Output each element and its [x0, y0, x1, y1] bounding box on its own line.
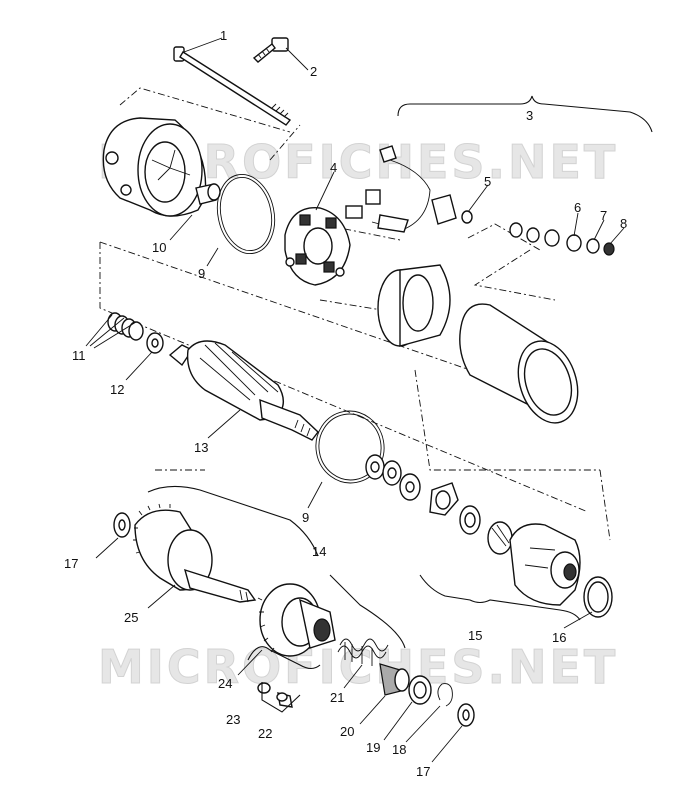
callout-15: 15 — [468, 628, 482, 643]
callout-18: 18 — [392, 742, 406, 757]
part-22-bolt — [276, 692, 293, 708]
part-24-drive-gear — [257, 583, 336, 657]
part-10-front-bracket — [102, 117, 221, 217]
callout-23: 23 — [226, 712, 240, 727]
callout-19: 19 — [366, 740, 380, 755]
callout-2: 2 — [310, 64, 317, 79]
callout-13: 13 — [194, 440, 208, 455]
callout-3: 3 — [526, 108, 533, 123]
callout-21: 21 — [330, 690, 344, 705]
part-19-thrust-washer — [408, 675, 432, 705]
callout-25: 25 — [124, 610, 138, 625]
callout-1: 1 — [220, 28, 227, 43]
part-3-terminal-brush-set — [345, 145, 615, 256]
callout-17-upper: 17 — [64, 556, 78, 571]
callout-17-lower: 17 — [416, 764, 430, 779]
callout-20: 20 — [340, 724, 354, 739]
callout-9-upper: 9 — [198, 266, 205, 281]
leader-lines — [85, 37, 625, 763]
callout-4: 4 — [330, 160, 337, 175]
part-4-brush-holder — [284, 207, 351, 286]
callout-14: 14 — [312, 544, 326, 559]
part-8-nut — [603, 242, 615, 256]
callout-16: 16 — [552, 630, 566, 645]
callout-5: 5 — [484, 174, 491, 189]
part-23-washer — [257, 682, 271, 694]
part-16-o-ring — [583, 576, 613, 618]
watermark-bottom: MICROFICHES.NET — [98, 640, 618, 694]
part-18-snap-ring — [437, 683, 453, 707]
part-20-collar — [379, 663, 410, 696]
callout-6: 6 — [574, 200, 581, 215]
part-13-armature — [168, 340, 319, 441]
callout-12: 12 — [110, 382, 124, 397]
callout-10: 10 — [152, 240, 166, 255]
brush-holder-sleeve — [377, 264, 451, 347]
callout-24: 24 — [218, 676, 232, 691]
part-17-washer-lower — [457, 703, 475, 727]
part-17-washer-upper — [113, 512, 131, 538]
callout-22: 22 — [258, 726, 272, 741]
part-15-reduction-housing — [509, 523, 581, 606]
part-9-o-ring-lower — [315, 410, 385, 484]
part-11-shims — [107, 312, 144, 341]
callout-9-lower: 9 — [302, 510, 309, 525]
part-1-through-bolt — [173, 46, 292, 126]
callout-11: 11 — [72, 348, 86, 363]
yoke-housing — [459, 303, 579, 424]
part-9-o-ring-upper — [216, 173, 276, 255]
part-6-washers — [509, 222, 582, 252]
part-12-washer — [146, 332, 164, 354]
assembly-braces — [147, 95, 653, 713]
part-2-bolt — [252, 37, 289, 63]
mid-row-washers-bearings — [365, 454, 513, 555]
part-21-spring — [337, 638, 389, 666]
callout-8: 8 — [620, 216, 627, 231]
part-25-gear-shaft — [133, 503, 257, 603]
part-7-spring-washer — [586, 238, 600, 254]
callout-7: 7 — [600, 208, 607, 223]
callout-labels: 1 2 3 4 5 6 7 8 9 10 11 12 13 9 14 15 16… — [64, 28, 627, 779]
